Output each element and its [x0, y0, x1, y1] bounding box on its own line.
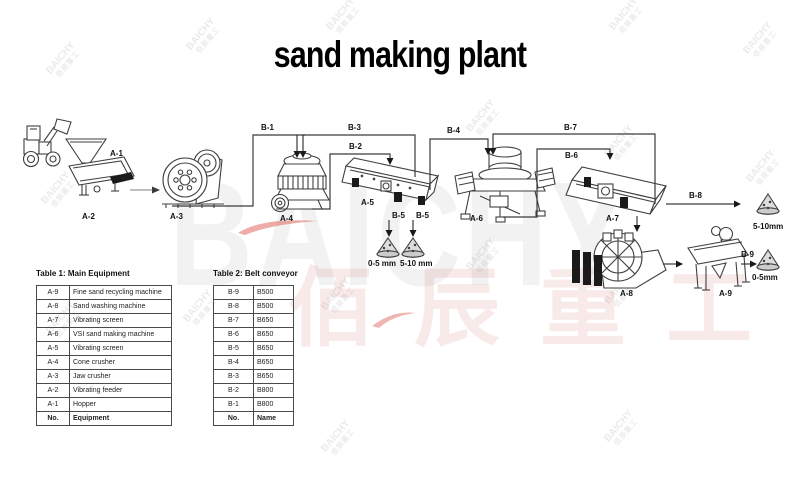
- page-title: sand making plant: [273, 34, 527, 75]
- label-b5-right: B-5: [416, 211, 429, 220]
- table-header-row: No.Name: [213, 411, 294, 426]
- vibrating-screen-2-icon: [565, 166, 667, 215]
- fine-sand-recycling-machine-icon: [687, 225, 750, 291]
- table-header-row: No.Equipment: [36, 411, 172, 426]
- label-a2: A-2: [82, 212, 95, 221]
- label-b3: B-3: [348, 123, 361, 132]
- label-a1: A-1: [110, 149, 123, 158]
- pile-size-label-left-coarse: 5-10 mm: [400, 259, 433, 268]
- label-a4: A-4: [280, 214, 293, 223]
- jaw-crusher-icon: [162, 149, 224, 208]
- vsi-sand-making-machine-icon: [454, 146, 556, 223]
- label-a5: A-5: [361, 198, 374, 207]
- belt-conveyor-table-title: Table 2: Belt conveyor: [213, 269, 298, 278]
- label-b2: B-2: [349, 142, 362, 151]
- label-a9: A-9: [719, 289, 732, 298]
- pile-size-label-right-coarse: 5-10mm: [753, 222, 784, 231]
- label-b1: B-1: [261, 123, 274, 132]
- label-b9: B-9: [741, 250, 754, 259]
- sand-pile-left-coarse-icon: [401, 237, 425, 258]
- main-equipment-table-title: Table 1: Main Equipment: [36, 269, 130, 278]
- label-b6: B-6: [565, 151, 578, 160]
- label-b7: B-7: [564, 123, 577, 132]
- cone-crusher-icon: [270, 152, 330, 213]
- label-a7: A-7: [606, 214, 619, 223]
- sand-washing-machine-icon: [572, 229, 667, 289]
- sand-pile-right-fine-icon: [756, 248, 780, 271]
- conveyor-lines: [130, 133, 757, 268]
- vibrating-screen-icon: [341, 157, 440, 205]
- pile-size-label-right-fine: 0-5mm: [752, 273, 778, 282]
- label-b5-left: B-5: [392, 211, 405, 220]
- sand-pile-right-coarse-icon: [756, 192, 780, 215]
- label-b4: B-4: [447, 126, 460, 135]
- vibrating-feeder-icon: [68, 156, 135, 196]
- wheel-loader-icon: [22, 118, 72, 168]
- label-a3: A-3: [170, 212, 183, 221]
- label-b8: B-8: [689, 191, 702, 200]
- label-a8: A-8: [620, 289, 633, 298]
- pile-size-label-left-fine: 0-5 mm: [368, 259, 397, 268]
- brand-swoosh-shape: [238, 220, 415, 328]
- sand-pile-left-fine-icon: [376, 237, 400, 258]
- label-a6: A-6: [470, 214, 483, 223]
- hopper-icon: [64, 138, 108, 164]
